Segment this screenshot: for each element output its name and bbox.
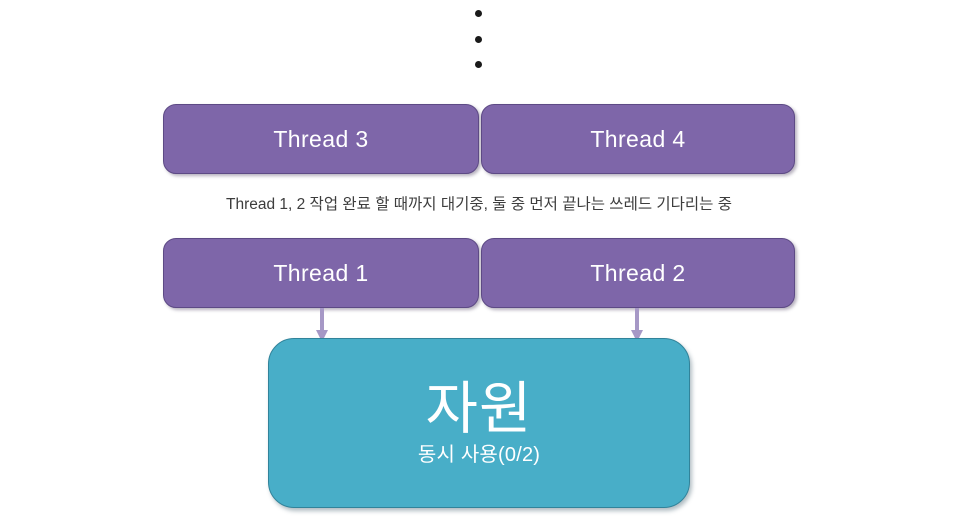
thread-box-1-label: Thread 1 (273, 259, 369, 286)
thread-box-1[interactable]: Thread 1 (163, 238, 479, 308)
ellipsis-dot (474, 35, 482, 43)
thread-row-upper: Thread 3 Thread 4 (163, 104, 795, 174)
thread-box-4[interactable]: Thread 4 (481, 104, 795, 174)
thread-box-2[interactable]: Thread 2 (481, 238, 795, 308)
thread-row-lower: Thread 1 Thread 2 (163, 238, 795, 308)
arrow-down-icon-thread1 (316, 308, 328, 342)
thread-box-3-label: Thread 3 (273, 125, 369, 152)
ellipsis-dot (474, 61, 482, 68)
thread-box-4-label: Thread 4 (590, 125, 686, 152)
resource-usage-label: 동시 사용(0/2) (417, 443, 541, 466)
ellipsis-dot (474, 10, 482, 17)
vertical-ellipsis-icon (470, 10, 486, 68)
resource-box[interactable]: 자원 동시 사용(0/2) (268, 338, 690, 508)
resource-title: 자원 (425, 377, 533, 442)
thread-box-2-label: Thread 2 (590, 259, 686, 286)
thread-box-3[interactable]: Thread 3 (163, 104, 479, 174)
arrow-shaft (635, 308, 639, 332)
arrow-shaft (320, 308, 324, 332)
arrow-down-icon-thread2 (631, 308, 643, 342)
waiting-caption: Thread 1, 2 작업 완료 할 때까지 대기중, 둘 중 먼저 끝나는 … (225, 196, 733, 213)
